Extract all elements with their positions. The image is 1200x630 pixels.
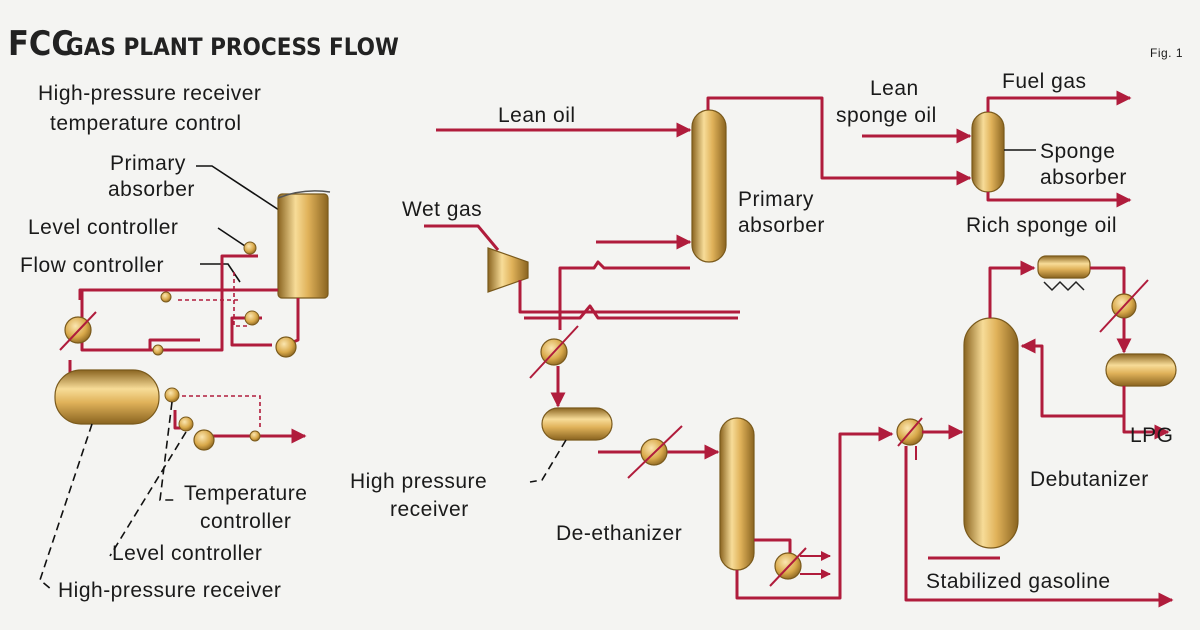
leader-high-pressure-receiver-main [529,439,567,483]
deethanizer-feed-exchanger [627,425,683,479]
debutanizer-column [963,317,1019,549]
deethanizer-bottom-pipe [735,426,894,600]
debutanizer-label: Debutanizer [1030,468,1149,491]
inset-level-controller-label: Level controller [28,216,178,239]
inset-title-line-2: temperature control [50,112,242,135]
fuel-gas-label: Fuel gas [1002,70,1087,93]
inset-heat-exchanger [59,311,97,351]
inset-valve-2 [152,344,164,356]
inset-level-controller-bubble-2 [178,416,194,432]
inset-high-pressure-receiver-vessel [54,369,160,425]
inset-title-line-1: High-pressure receiver [38,82,261,105]
inset-primary-absorber-vessel [277,193,329,299]
reflux-return-pipe [1020,338,1126,418]
reflux-drum [1105,353,1177,387]
de-ethanizer-column [719,417,755,571]
inset-dashed-control-2 [233,272,248,327]
leader-level-controller-bottom [109,431,187,557]
high-pressure-receiver-vessel [541,407,613,441]
lean-oil-label: Lean oil [498,104,576,127]
wet-gas-pipe [424,224,500,251]
leader-flow-controller [200,263,241,283]
debutanizer-feed-exchanger [896,417,924,447]
primary-absorber-column [691,109,727,263]
condenser-out-pipe [1090,266,1126,300]
primary-absorber-label-1: Primary [738,188,814,211]
sponge-absorber-label-2: absorber [1040,166,1127,189]
rich-sponge-oil-label: Rich sponge oil [966,214,1117,237]
fuel-gas-pipe [986,90,1132,112]
lpg-pipe [1122,416,1170,440]
inset-pump-2 [193,429,215,451]
stabilized-gasoline-pipe [904,446,1174,608]
inset-flow-controller-label: Flow controller [20,254,164,277]
leader-high-pressure-receiver [39,423,93,591]
primary-absorber-label-2: absorber [738,214,825,237]
inset-temperature-controller-label-1: Temperature [184,482,307,505]
stabilized-gasoline-label: Stabilized gasoline [926,570,1111,593]
de-ethanizer-label: De-ethanizer [556,522,682,545]
high-pressure-receiver-label-1: High pressure [350,470,487,493]
inset-pump [275,336,297,358]
leader-temperature-controller [159,401,176,501]
rich-sponge-oil-pipe [986,192,1132,208]
feed-heat-exchanger [529,325,579,379]
inset-temperature-controller-label-2: controller [200,510,291,533]
diagram-title: GAS PLANT PROCESS FLOW [66,33,399,61]
inset-level-controller-bubble [243,241,257,255]
inset-dashed-control-1 [168,395,261,428]
reboiler-exchanger [769,547,807,587]
inset-temp-controller-bubble [164,387,180,403]
leader-level-controller [217,227,249,249]
debutanizer-overhead-pipe [988,260,1036,318]
compressor-out-pipe [518,280,740,314]
primary-overhead-pipe [706,96,972,186]
inset-high-pressure-receiver-label: High-pressure receiver [58,579,281,602]
compressor [487,247,529,293]
leader-primary-absorber [196,165,283,213]
inset-primary-absorber-label-1: Primary [110,152,186,175]
figure-label: Fig. 1 [1150,46,1183,60]
inset-primary-absorber-label-2: absorber [108,178,195,201]
lean-sponge-oil-label-1: Lean [870,77,919,100]
overhead-condenser [1037,255,1091,279]
condenser-fins [1043,280,1085,292]
sponge-absorber-column [971,111,1005,193]
inset-flow-controller-bubble [244,310,260,326]
inset-valve-3 [249,430,261,442]
lpg-label: LPG [1130,424,1174,447]
inset-pipe-receiver-top [148,338,200,350]
inset-pipe-top [78,288,278,300]
inset-valve-1 [160,291,172,303]
lean-sponge-oil-label-2: sponge oil [836,104,937,127]
inset-level-controller-bottom-label: Level controller [112,542,262,565]
wet-gas-label: Wet gas [402,198,482,221]
sponge-absorber-label-1: Sponge [1040,140,1115,163]
diagram-title-main: FCC [8,24,74,64]
high-pressure-receiver-label-2: receiver [390,498,469,521]
to-primary-pipe [558,260,690,330]
